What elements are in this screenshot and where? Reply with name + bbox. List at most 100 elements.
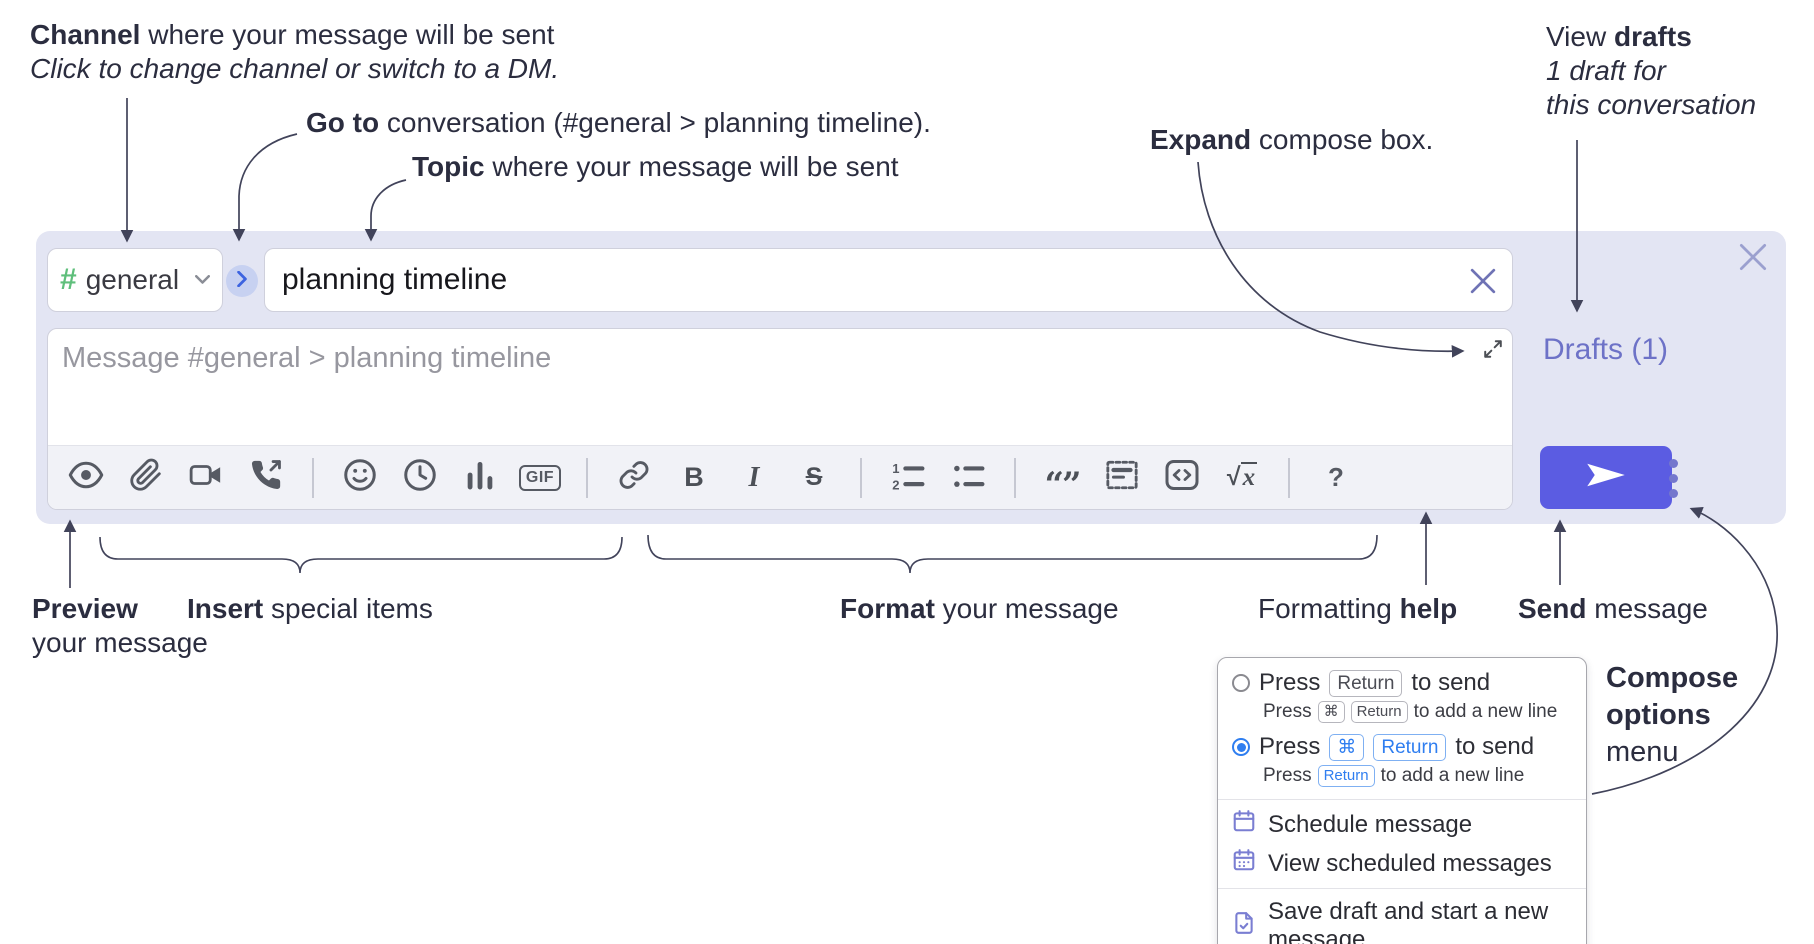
video-camera-icon (187, 458, 225, 497)
link-button[interactable] (604, 450, 664, 506)
caption-channel-line2: Click to change channel or switch to a D… (30, 53, 560, 84)
go-to-conversation-button[interactable] (226, 265, 258, 297)
math-x-glyph: x (1240, 462, 1258, 491)
caption-view-drafts-line3: this conversation (1546, 89, 1757, 120)
bold-icon: B (684, 462, 704, 492)
time-button[interactable] (390, 450, 450, 506)
option-text: Press (1259, 669, 1321, 696)
caption-topic: Topic where your message will be sent (412, 150, 899, 184)
spoiler-button[interactable] (1092, 450, 1152, 506)
attach-button[interactable] (116, 450, 176, 506)
bulleted-list-button[interactable] (938, 450, 998, 506)
caption-expand-rest: compose box. (1251, 124, 1434, 155)
gif-icon: GIF (518, 464, 562, 491)
caption-compose-options-line1: Compose (1606, 662, 1739, 694)
radio-selected-icon[interactable] (1232, 738, 1250, 756)
menu-item-schedule-message[interactable]: Schedule message (1218, 805, 1586, 844)
toolbar-divider (1288, 457, 1290, 498)
caption-compose-options-line3: menu (1606, 736, 1679, 768)
italic-button[interactable]: I (724, 450, 784, 506)
math-button[interactable]: √x (1212, 450, 1272, 506)
kbd-cmd: ⌘ (1329, 733, 1365, 761)
poll-button[interactable] (450, 450, 510, 506)
caption-insert: Insert special items (187, 592, 433, 626)
caption-formatting-help-pre: Formatting (1258, 593, 1400, 624)
paperclip-icon (129, 458, 163, 497)
calendar-grid-icon (1232, 848, 1256, 879)
menu-option-enter-sends-sub: Press ⌘ Return to add a new line (1218, 700, 1586, 730)
video-call-button[interactable] (176, 450, 236, 506)
voice-call-button[interactable] (236, 450, 296, 506)
compose-options-button[interactable] (1659, 452, 1687, 504)
caption-format-bold: Format (840, 593, 935, 624)
math-icon: √x (1227, 462, 1258, 492)
radio-unselected-icon[interactable] (1232, 674, 1250, 692)
strikethrough-button[interactable]: S (784, 450, 844, 506)
bold-button[interactable]: B (664, 450, 724, 506)
quote-button[interactable]: “” (1032, 450, 1092, 506)
send-button[interactable] (1540, 446, 1672, 509)
expand-compose-icon[interactable] (1483, 339, 1503, 359)
code-icon (1164, 457, 1200, 498)
caption-expand-bold: Expand (1150, 124, 1252, 155)
compose-options-menu: Press Return to send Press ⌘ Return to a… (1217, 657, 1587, 944)
topic-clear-icon[interactable] (1470, 268, 1496, 294)
caption-compose-options: Compose options menu (1606, 660, 1738, 771)
option-text: Press (1259, 733, 1321, 760)
toolbar-divider (312, 457, 314, 498)
topic-input[interactable]: planning timeline (264, 248, 1513, 312)
caption-channel: Channel where your message will be sent … (30, 18, 559, 86)
kbd-return: Return (1350, 701, 1408, 723)
menu-separator (1218, 799, 1586, 800)
drafts-link[interactable]: Drafts (1) (1543, 333, 1669, 366)
ellipsis-dot (1668, 473, 1678, 483)
strikethrough-icon: S (805, 463, 823, 491)
caption-view-drafts-bold: drafts (1613, 21, 1692, 52)
caption-preview-line2: your message (32, 627, 208, 658)
caption-goto: Go to conversation (#general > planning … (306, 106, 931, 140)
option-subtext: Press (1263, 765, 1312, 786)
message-textarea[interactable]: Message #general > planning timeline (47, 328, 1513, 510)
draft-file-icon (1232, 911, 1256, 942)
close-compose-icon[interactable] (1739, 243, 1767, 271)
option-text: to send (1455, 733, 1535, 760)
channel-selector[interactable]: # general (47, 248, 223, 312)
topic-value: planning timeline (282, 263, 508, 296)
menu-item-save-draft[interactable]: Save draft and start a new message (1218, 894, 1586, 944)
link-icon (617, 458, 651, 497)
option-subtext: to add a new line (1413, 701, 1558, 722)
eye-icon (68, 457, 104, 498)
caption-expand: Expand compose box. (1150, 123, 1433, 157)
formatting-help-button[interactable]: ? (1306, 450, 1366, 506)
chevron-right-icon (237, 270, 247, 292)
clock-icon (402, 457, 438, 498)
caption-insert-bold: Insert (187, 593, 264, 624)
svg-text:1: 1 (892, 461, 899, 476)
kbd-return: Return (1317, 765, 1375, 787)
menu-item-label: Save draft and start a new message (1268, 898, 1549, 944)
smiley-icon (342, 457, 378, 498)
question-mark-icon: ? (1328, 462, 1344, 492)
caption-send-bold: Send (1518, 593, 1587, 624)
preview-button[interactable] (56, 450, 116, 506)
emoji-button[interactable] (330, 450, 390, 506)
caption-formatting-help-bold: help (1399, 593, 1458, 624)
menu-item-label: Schedule message (1268, 810, 1473, 838)
ellipsis-dot (1668, 488, 1678, 498)
kbd-cmd: ⌘ (1317, 701, 1345, 723)
caption-topic-rest: where your message will be sent (484, 151, 899, 182)
toolbar-divider (860, 457, 862, 498)
phone-outgoing-icon (249, 458, 283, 497)
toolbar-divider (1014, 457, 1016, 498)
menu-option-cmd-enter-sends[interactable]: Press ⌘ Return to send (1218, 730, 1586, 764)
menu-item-view-scheduled[interactable]: View scheduled messages (1218, 844, 1586, 883)
gif-button[interactable]: GIF (510, 450, 570, 506)
code-button[interactable] (1152, 450, 1212, 506)
caption-goto-bold: Go to (306, 107, 380, 138)
menu-option-cmd-enter-sends-sub: Press Return to add a new line (1218, 764, 1586, 794)
menu-option-enter-sends[interactable]: Press Return to send (1218, 666, 1586, 700)
caption-channel-rest: where your message will be sent (140, 19, 555, 50)
option-text: to send (1411, 669, 1491, 696)
